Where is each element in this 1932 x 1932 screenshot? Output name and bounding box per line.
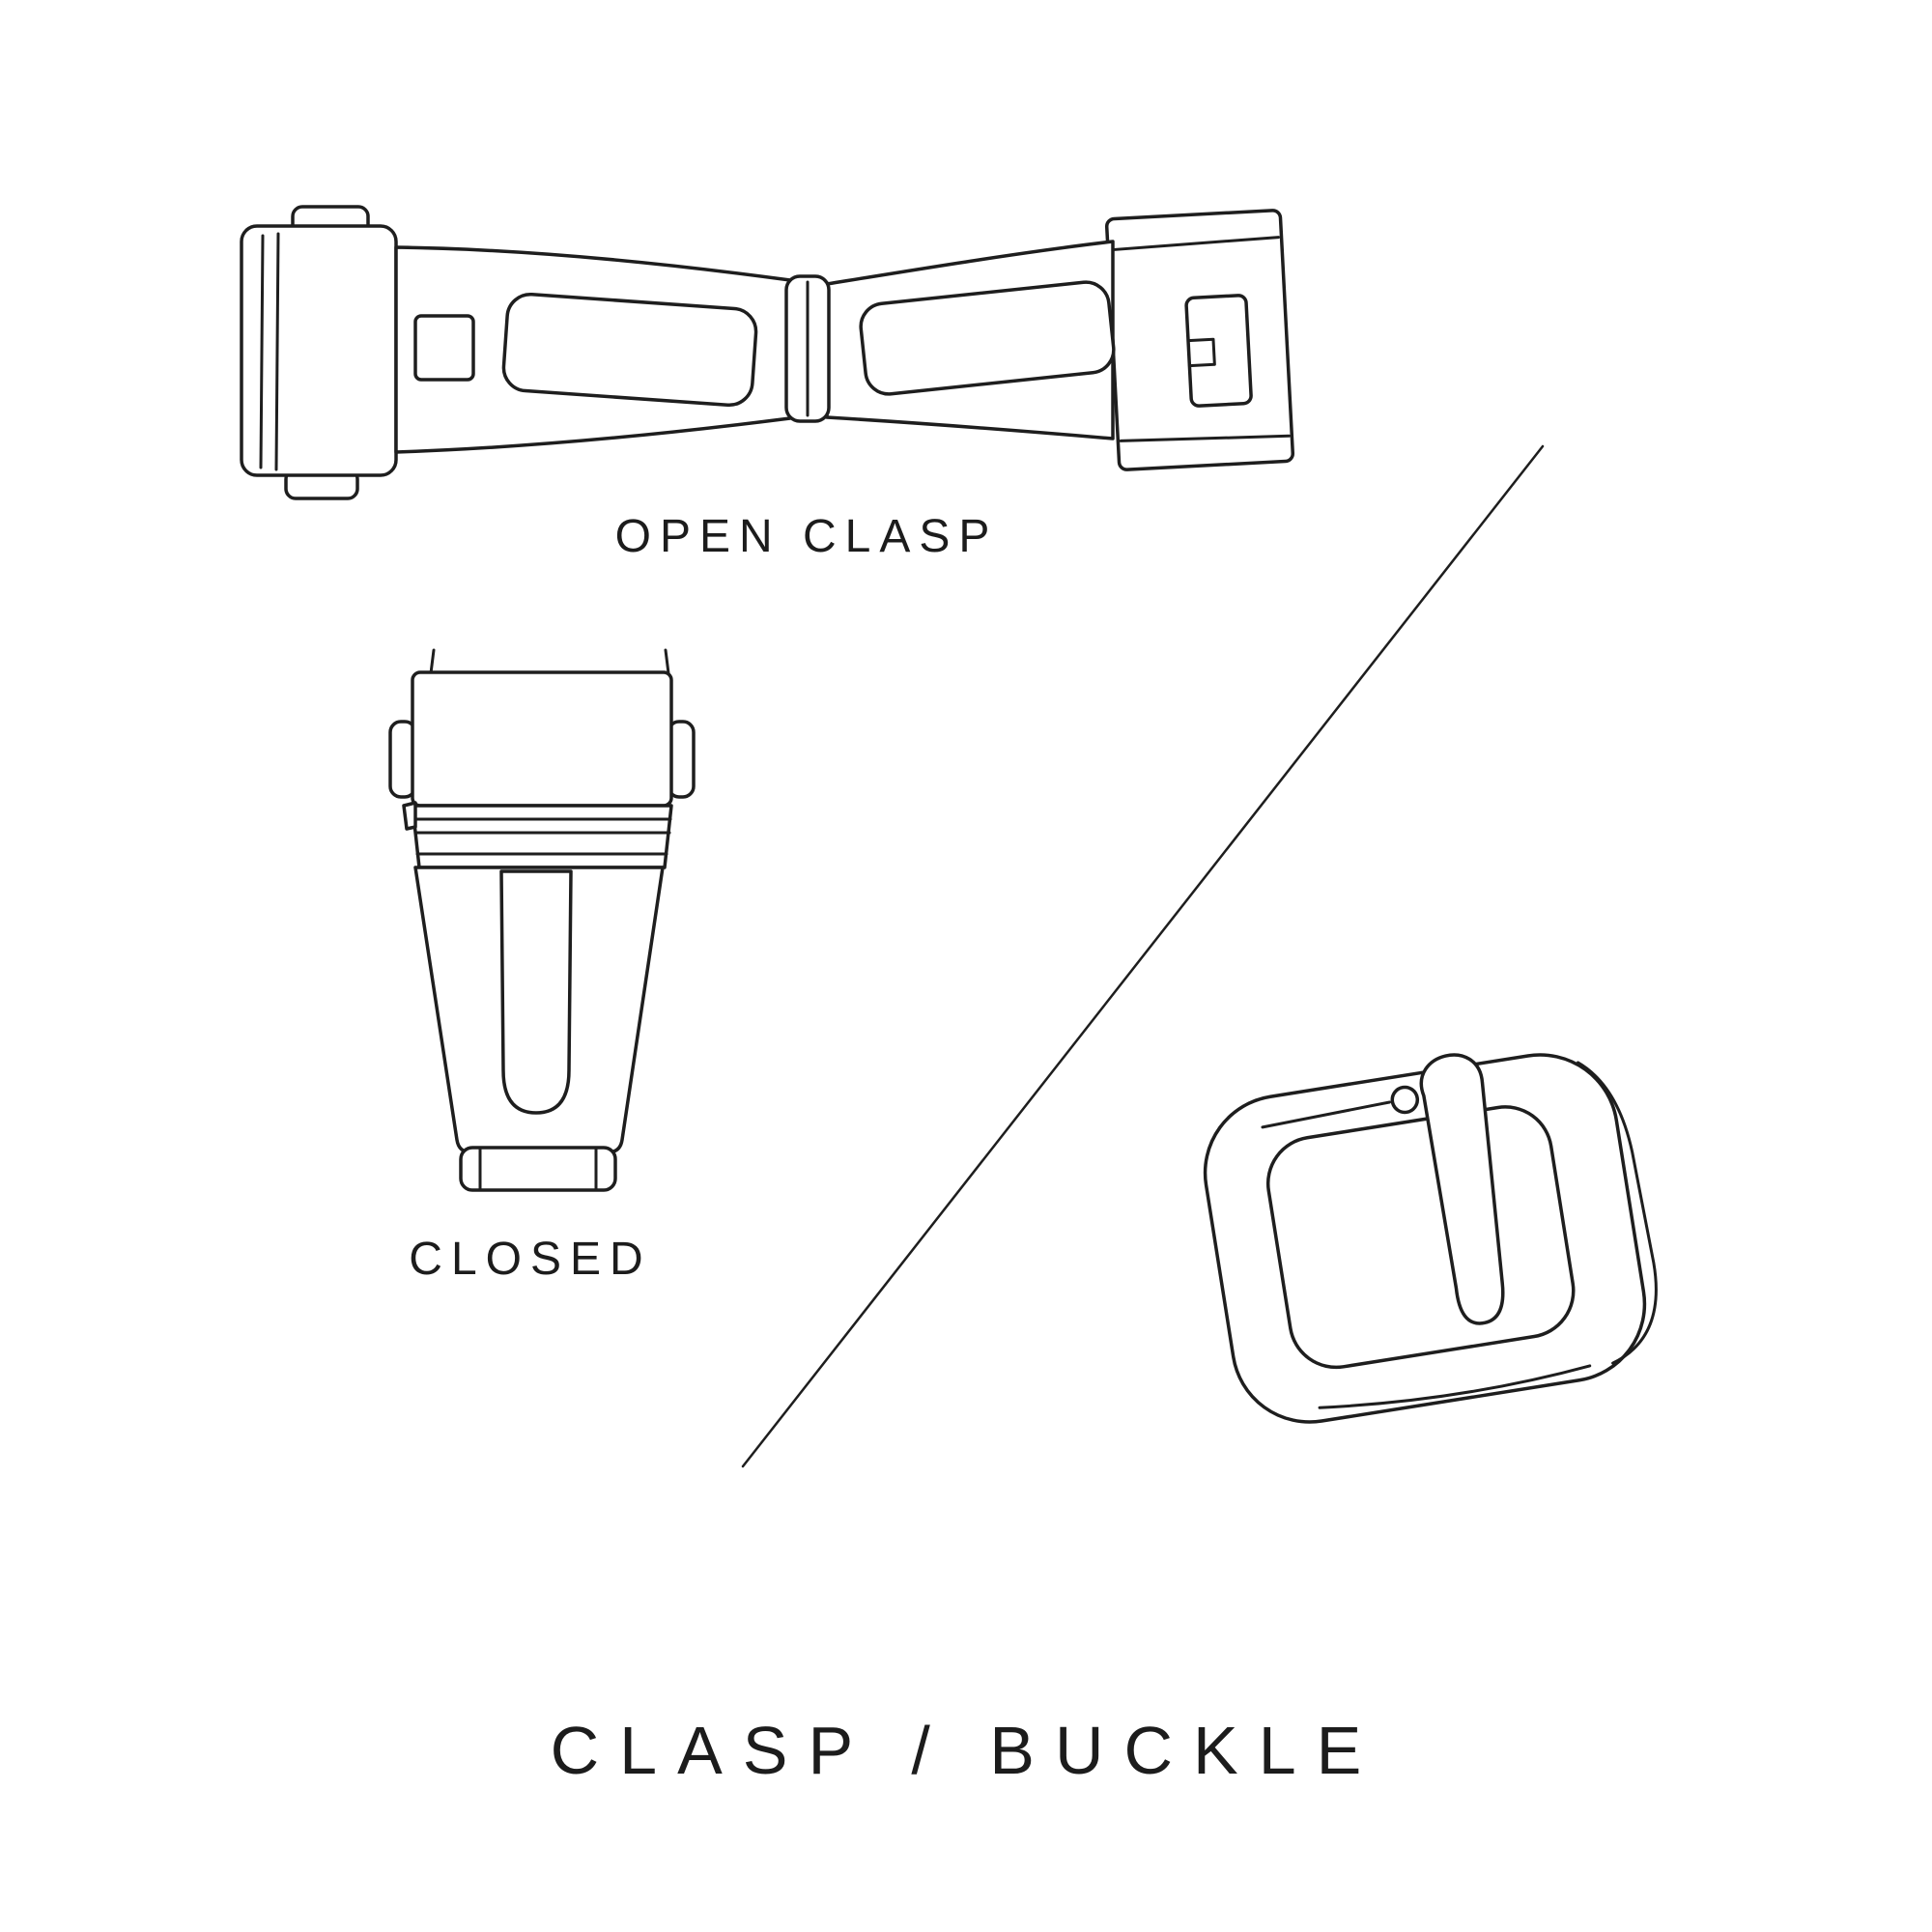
closed-clasp-prong-right	[664, 648, 670, 675]
open-clasp-label: OPEN CLASP	[614, 511, 999, 562]
closed-clasp-slot	[499, 869, 573, 1115]
closed-clasp-band	[411, 804, 673, 869]
open-clasp-left-end	[240, 224, 398, 477]
divider-line	[741, 444, 1545, 1468]
buckle-illustration	[1203, 1053, 1658, 1424]
closed-clasp-illustration	[388, 648, 696, 1192]
closed-label: CLOSED	[409, 1234, 652, 1285]
closed-clasp-prong-left	[429, 648, 436, 675]
buckle-opening	[1265, 1105, 1576, 1370]
open-clasp-left-notch	[413, 314, 475, 382]
page-title: CLASP / BUCKLE	[550, 1713, 1382, 1788]
buckle-pin-ring	[1390, 1085, 1420, 1115]
open-clasp-right-window	[859, 280, 1116, 396]
closed-clasp-foot	[459, 1146, 617, 1192]
closed-clasp-cover	[411, 670, 673, 808]
buckle-tang	[1419, 1053, 1505, 1325]
open-clasp-illustration	[240, 205, 1295, 500]
open-clasp-left-window	[501, 292, 758, 408]
open-clasp-right-end	[1104, 209, 1295, 471]
buckle-pin-bar	[1261, 1100, 1391, 1129]
